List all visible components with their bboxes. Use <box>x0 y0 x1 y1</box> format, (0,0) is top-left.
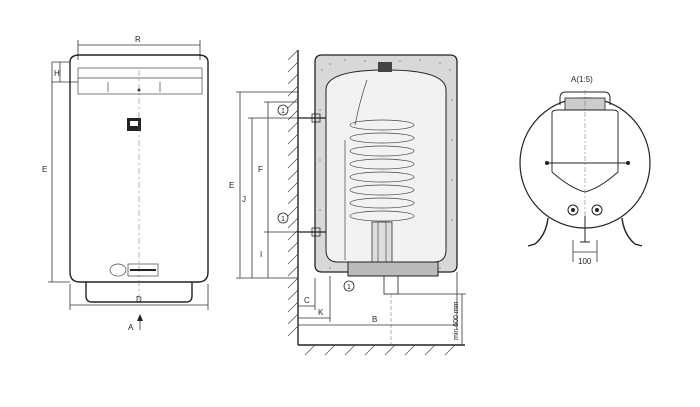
pipe-connection-left <box>567 204 579 216</box>
section-view: 1 1 1 E J F I C K B min 600 mm <box>229 49 466 356</box>
front-view: R H E D A <box>42 35 209 332</box>
pipe-connection-right <box>591 204 603 216</box>
callout-1-bottom-label: 1 <box>347 284 351 291</box>
heat-exchanger-coil <box>344 79 415 260</box>
detail-title: A(1:5) <box>571 75 593 84</box>
dim-label-e-section: E <box>229 181 234 190</box>
thermostat-knob <box>109 263 127 277</box>
callout-1-bottom <box>343 280 355 292</box>
leg-left <box>527 217 549 247</box>
callout-1-top-label: 1 <box>281 108 285 115</box>
callout-1-top <box>277 104 289 116</box>
dim-label-min-clearance: min 600 mm <box>453 301 460 340</box>
dim-label-100: 100 <box>578 257 592 266</box>
callout-1-mid-label: 1 <box>281 216 285 223</box>
dim-label-f: F <box>258 165 263 174</box>
dim-label-b: B <box>372 315 377 324</box>
detail-view: A(1:5) 100 <box>519 75 651 266</box>
leg-right <box>621 217 643 247</box>
callout-1-mid <box>277 212 289 224</box>
bottom-flange <box>347 261 439 277</box>
heating-element <box>371 221 393 263</box>
dim-label-h: H <box>54 69 60 78</box>
mounting-bracket <box>77 67 203 95</box>
top-fitting <box>378 62 392 72</box>
view-marker-a: A <box>128 323 134 332</box>
dim-label-i: I <box>260 250 262 259</box>
dim-label-r: R <box>135 35 141 44</box>
heater-body <box>69 54 209 283</box>
detail-inner-plate <box>551 109 619 193</box>
dim-label-c: C <box>304 296 310 305</box>
dim-label-d: D <box>136 295 142 304</box>
dim-label-e: E <box>42 165 47 174</box>
dim-label-k: K <box>318 308 324 317</box>
dim-label-j: J <box>242 195 246 204</box>
inner-tank <box>325 69 447 263</box>
